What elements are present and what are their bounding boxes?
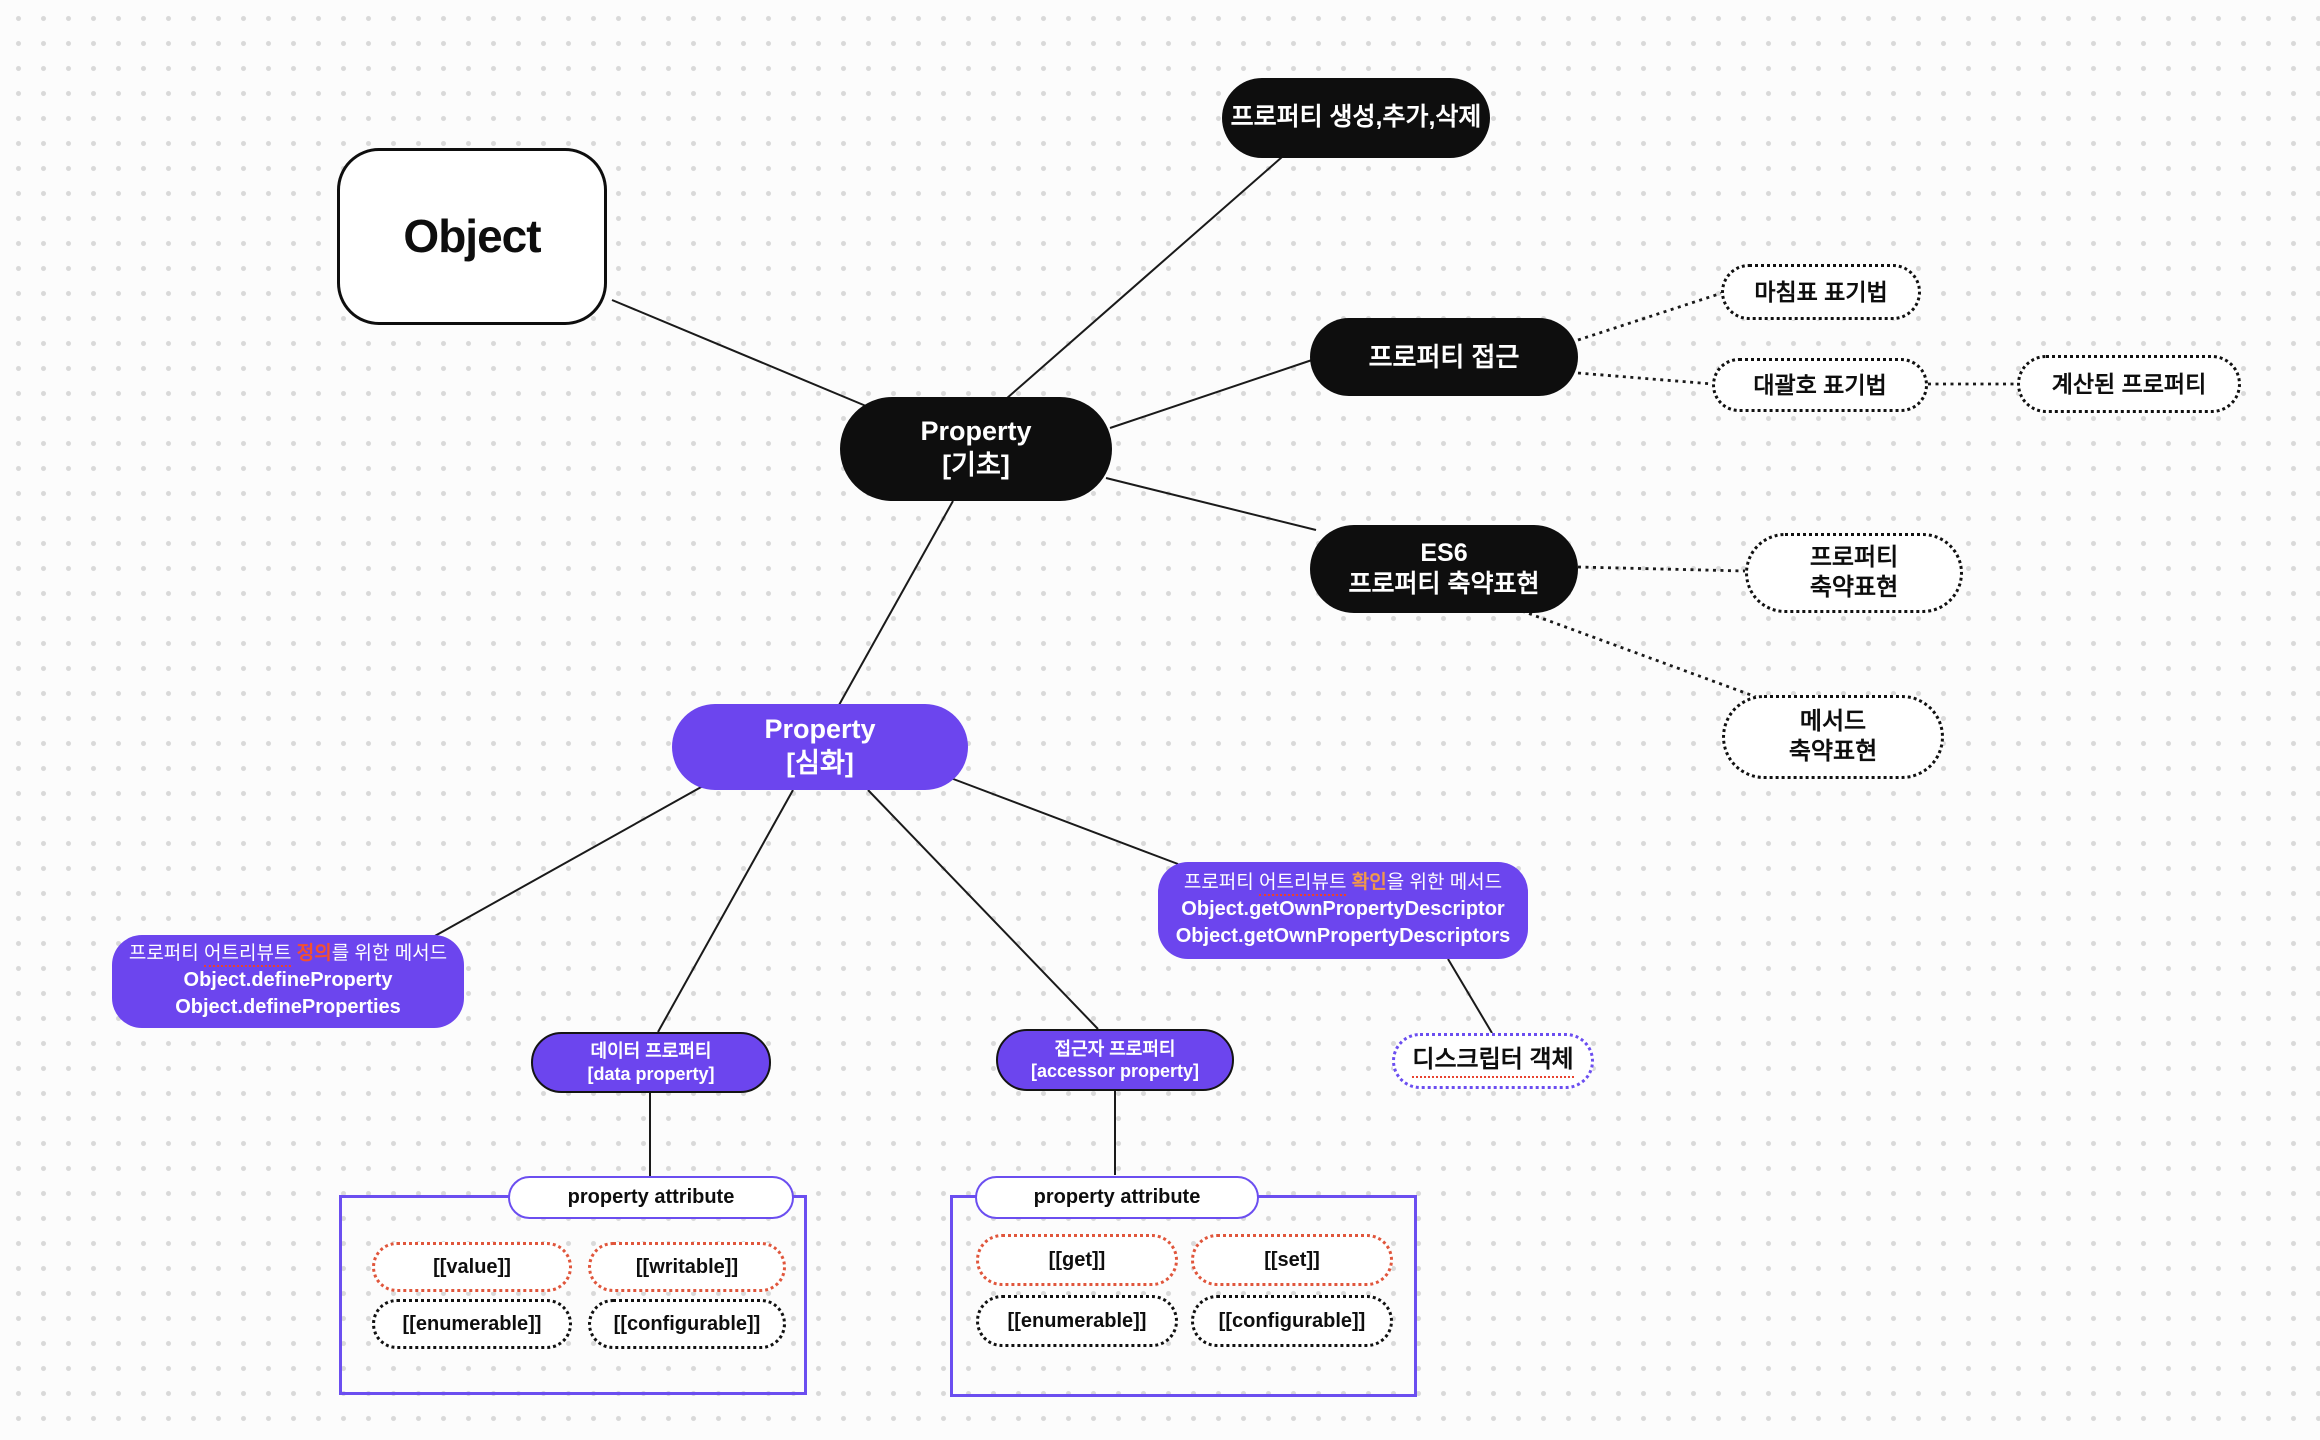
computed-property-node[interactable]: 계산된 프로퍼티 (2017, 355, 2241, 413)
attr-pill-writable-label: [[writable]] (635, 1255, 739, 1278)
attr-pill-enumerable-accessor-label: [[enumerable]] (1007, 1309, 1147, 1332)
accessor-property-node[interactable]: 접근자 프로퍼티 [accessor property] (996, 1029, 1234, 1091)
property-access-node[interactable]: 프로퍼티 접근 (1310, 318, 1578, 396)
bracket-notation-label: 대괄호 표기법 (1753, 371, 1887, 398)
data-property-node[interactable]: 데이터 프로퍼티 [data property] (531, 1032, 771, 1093)
create-add-delete-label: 프로퍼티 생성,추가,삭제 (1230, 103, 1482, 132)
attr-pill-configurable-accessor[interactable]: [[configurable]] (1191, 1295, 1393, 1347)
dot-notation-node[interactable]: 마침표 표기법 (1721, 264, 1921, 320)
method-shorthand-line1: 메서드 (1799, 708, 1867, 735)
dot-notation-label: 마침표 표기법 (1754, 278, 1888, 305)
connector-access-bracket-notation (1577, 371, 1714, 386)
connector-basic-create (1005, 156, 1283, 400)
attr-pill-configurable-data[interactable]: [[configurable]] (588, 1299, 786, 1349)
connector-getown-descriptor (1447, 958, 1493, 1034)
property-advanced-line1: Property (764, 714, 876, 745)
es6-shorthand-node[interactable]: ES6 프로퍼티 축약표현 (1310, 525, 1578, 613)
connector-advanced-data (657, 789, 794, 1033)
attr-pill-value[interactable]: [[value]] (372, 1242, 572, 1292)
define-methods-line1: 프로퍼티 어트리뷰트 정의를 위한 메서드 (129, 942, 447, 967)
property-attribute-title: property attribute (567, 1186, 735, 1208)
computed-property-label: 계산된 프로퍼티 (2051, 370, 2207, 397)
attr-pill-enumerable-accessor[interactable]: [[enumerable]] (976, 1295, 1178, 1347)
connector-object-basic (611, 299, 867, 407)
object-node[interactable]: Object (337, 148, 607, 325)
accessor-property-line2: [accessor property] (1030, 1061, 1200, 1081)
es6-line1: ES6 (1420, 538, 1468, 567)
attr-pill-value-label: [[value]] (433, 1255, 511, 1278)
descriptor-object-label: 디스크립터 객체 (1412, 1045, 1574, 1078)
method-shorthand-line2: 축약표현 (1788, 738, 1878, 765)
property-attribute-title: property attribute (1033, 1186, 1201, 1208)
define-methods-line2: Object.defineProperty (183, 969, 393, 992)
property-attribute-label-accessor[interactable]: property attribute (975, 1176, 1259, 1219)
property-shorthand-line2: 축약표현 (1809, 574, 1899, 601)
getown-methods-line1: 프로퍼티 어트리뷰트 확인을 위한 메서드 (1184, 871, 1502, 896)
connector-es6-method-shorthand (1521, 609, 1771, 704)
descriptor-object-node[interactable]: 디스크립터 객체 (1392, 1033, 1594, 1089)
connector-advanced-define (432, 785, 704, 938)
connector-basic-access (1109, 359, 1313, 429)
data-property-line2: [data property] (587, 1063, 715, 1084)
method-shorthand-node[interactable]: 메서드 축약표현 (1722, 695, 1944, 779)
property-attribute-label-data[interactable]: property attribute (508, 1176, 794, 1219)
property-attribute-container-data[interactable]: property attribute [[value]] [[writable]… (339, 1176, 807, 1395)
attr-pill-get-label: [[get]] (1048, 1248, 1106, 1271)
getown-methods-node[interactable]: 프로퍼티 어트리뷰트 확인을 위한 메서드 Object.getOwnPrope… (1158, 862, 1528, 959)
attr-pill-enumerable-data[interactable]: [[enumerable]] (372, 1299, 572, 1349)
attr-pill-configurable-accessor-label: [[configurable]] (1218, 1309, 1366, 1332)
attr-pill-set-label: [[set]] (1264, 1248, 1320, 1271)
es6-line2: 프로퍼티 축약표현 (1348, 570, 1540, 598)
connector-access-dot-notation (1577, 291, 1723, 342)
accessor-property-line1: 접근자 프로퍼티 (1054, 1038, 1176, 1059)
bracket-notation-node[interactable]: 대괄호 표기법 (1712, 358, 1928, 412)
connector-advanced-getown (947, 776, 1179, 865)
property-access-label: 프로퍼티 접근 (1368, 341, 1520, 372)
property-shorthand-node[interactable]: 프로퍼티 축약표현 (1745, 533, 1963, 613)
property-shorthand-line1: 프로퍼티 (1809, 544, 1899, 571)
attr-pill-get[interactable]: [[get]] (976, 1234, 1178, 1286)
property-advanced-line2: [심화] (786, 748, 854, 778)
create-add-delete-node[interactable]: 프로퍼티 생성,추가,삭제 (1222, 78, 1490, 158)
define-methods-line3: Object.defineProperties (175, 996, 401, 1019)
data-property-line1: 데이터 프로퍼티 (590, 1041, 712, 1061)
connector-basic-advanced (838, 500, 954, 706)
attr-pill-set[interactable]: [[set]] (1191, 1234, 1393, 1286)
property-attribute-container-accessor[interactable]: property attribute [[get]] [[set]] [[enu… (950, 1176, 1417, 1397)
property-basic-line1: Property (920, 416, 1032, 447)
connector-basic-es6 (1105, 477, 1317, 531)
attr-pill-configurable-data-label: [[configurable]] (613, 1312, 761, 1335)
attr-pill-writable[interactable]: [[writable]] (588, 1242, 786, 1292)
property-advanced-node[interactable]: Property [심화] (672, 704, 968, 790)
object-label: Object (403, 209, 541, 262)
attr-pill-enumerable-data-label: [[enumerable]] (402, 1312, 542, 1335)
getown-methods-line3: Object.getOwnPropertyDescriptors (1175, 925, 1511, 948)
connector-es6-prop-shorthand (1577, 565, 1746, 573)
getown-methods-line2: Object.getOwnPropertyDescriptor (1181, 898, 1505, 921)
property-basic-node[interactable]: Property [기초] (840, 397, 1112, 501)
define-methods-node[interactable]: 프로퍼티 어트리뷰트 정의를 위한 메서드 Object.definePrope… (112, 935, 464, 1028)
property-basic-line2: [기초] (942, 450, 1010, 480)
connector-advanced-accessor (867, 789, 1099, 1030)
